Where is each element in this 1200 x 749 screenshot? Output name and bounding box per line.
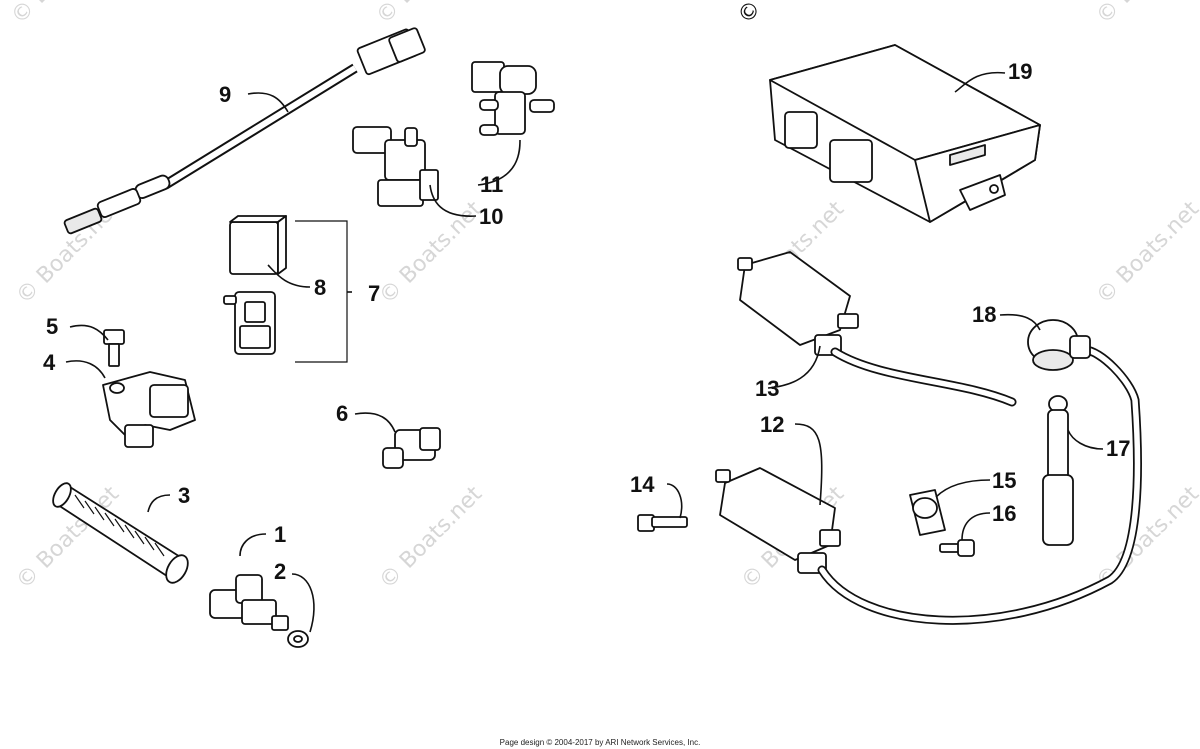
spark-plug-boot-part-17 <box>1042 395 1074 546</box>
callout-12: 12 <box>760 412 784 437</box>
o2-sensor-part-9 <box>63 27 426 235</box>
callout-7: 7 <box>368 281 380 306</box>
callout-8: 8 <box>314 275 326 300</box>
callout-4: 4 <box>43 350 56 375</box>
temp-sensor-part-1 <box>209 574 289 631</box>
callout-5: 5 <box>46 314 58 339</box>
watermark: © Boats.net <box>372 0 485 29</box>
footer-copyright: Page design © 2004-2017 by ARI Network S… <box>499 738 701 747</box>
relay-part-8 <box>229 215 287 275</box>
callout-13: 13 <box>755 376 779 401</box>
watermark-partial: © Bo <box>734 0 784 28</box>
callouts: 9 11 10 8 7 5 4 6 3 1 2 19 18 13 12 17 1… <box>43 59 1130 584</box>
callout-2: 2 <box>274 559 286 584</box>
callout-16: 16 <box>992 501 1016 526</box>
map-sensor-part-4 <box>102 371 196 448</box>
callout-19: 19 <box>1008 59 1032 84</box>
callout-14: 14 <box>630 472 655 497</box>
callout-11: 11 <box>480 172 503 197</box>
solenoid-valve-part-10 <box>352 126 439 207</box>
ecu-part-19 <box>769 44 1041 223</box>
spark-plug-cap-part-18 <box>1027 319 1091 371</box>
watermark: © Boats.net <box>1092 0 1200 29</box>
ignition-coil-part-12 <box>715 345 1142 625</box>
bolt-part-5 <box>103 329 125 367</box>
watermark: © Boats.net <box>1092 196 1200 309</box>
callout-1: 1 <box>274 522 286 547</box>
callout-3: 3 <box>178 483 190 508</box>
pressure-switch-part-6 <box>382 427 441 469</box>
callout-10: 10 <box>479 204 503 229</box>
watermark: © Boats.net <box>375 196 488 309</box>
relay-socket <box>223 291 276 355</box>
callout-9: 9 <box>219 82 231 107</box>
bolt-part-14 <box>637 514 688 532</box>
callout-18: 18 <box>972 302 996 327</box>
callout-6: 6 <box>336 401 348 426</box>
screw-part-16 <box>939 539 975 557</box>
callout-15: 15 <box>992 468 1016 493</box>
callout-17: 17 <box>1106 436 1130 461</box>
corrugated-tube-part-3 <box>52 482 189 584</box>
ignition-coil-part-13 <box>737 251 1017 407</box>
clip-part-15 <box>909 489 946 536</box>
watermark: © Boats.net <box>7 0 120 29</box>
solenoid-valve-part-11 <box>471 61 555 136</box>
leader-lines <box>65 71 1104 633</box>
watermark: © Boats.net <box>375 481 488 594</box>
